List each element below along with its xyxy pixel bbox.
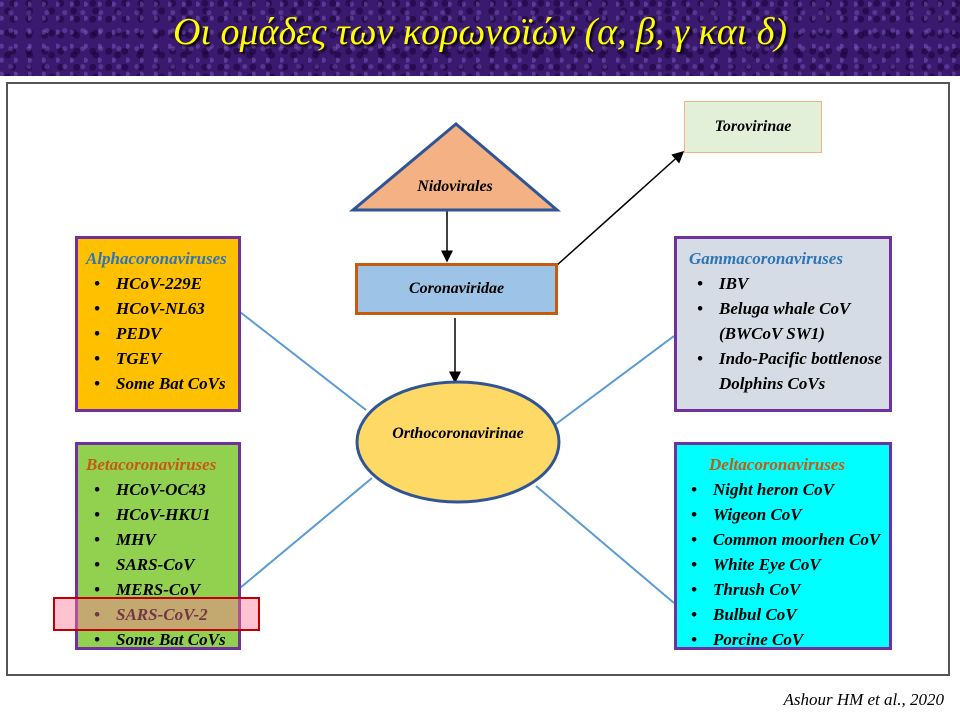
list-item: •Night heron CoV [691, 480, 834, 499]
list-item: •Indo-Pacific bottlenose [697, 349, 882, 368]
orthocoronavirinae-ellipse [355, 380, 561, 504]
arrow-corona-to-toro [555, 150, 685, 267]
beta-heading: Betacoronaviruses [86, 455, 217, 474]
list-item: •MHV [94, 530, 156, 549]
gamma-heading: Gammacoronaviruses [689, 249, 843, 268]
beta-list: •HCoV-OC43 •HCoV-HKU1 •MHV •SARS-CoV •ME… [86, 477, 238, 652]
title-banner: Οι ομάδες των κορωνοϊών (α, β, γ και δ) [0, 0, 960, 76]
nidovirales-triangle [348, 122, 562, 212]
list-item: •PEDV [94, 324, 162, 343]
list-item: •HCoV-HKU1 [94, 505, 211, 524]
torovirinae-box: Torovirinae [684, 101, 822, 153]
gamma-list: •IBV •Beluga whale CoV (BWCoV SW1) •Indo… [689, 271, 889, 396]
citation: Ashour HM et al., 2020 [783, 690, 944, 709]
list-item: •Thrush CoV [691, 580, 801, 599]
slide-title: Οι ομάδες των κορωνοϊών (α, β, γ και δ) [172, 11, 788, 53]
list-item: (BWCoV SW1) [719, 324, 825, 343]
list-item: •HCoV-229E [94, 274, 202, 293]
list-item: •Beluga whale CoV [697, 299, 851, 318]
delta-list: •Night heron CoV •Wigeon CoV •Common moo… [683, 477, 889, 652]
list-item: •HCoV-OC43 [94, 480, 206, 499]
list-item: •Wigeon CoV [691, 505, 802, 524]
connector-gamma [555, 335, 675, 425]
alphacoronaviruses-box: Alphacoronaviruses •HCoV-229E •HCoV-NL63… [75, 236, 241, 412]
connector-beta [239, 477, 373, 589]
list-item: •Bulbul CoV [691, 605, 797, 624]
alpha-heading: Alphacoronaviruses [86, 249, 227, 268]
betacoronaviruses-box: Betacoronaviruses •HCoV-OC43 •HCoV-HKU1 … [75, 442, 241, 650]
list-item: •Some Bat CoVs [94, 630, 226, 649]
list-item: •HCoV-NL63 [94, 299, 205, 318]
list-item: •MERS-CoV [94, 580, 201, 599]
list-item: •IBV [697, 274, 749, 293]
gammacoronaviruses-box: Gammacoronaviruses •IBV •Beluga whale Co… [674, 236, 892, 412]
nidovirales-label: Nidovirales [417, 178, 493, 195]
list-item: •Common moorhen CoV [691, 530, 881, 549]
deltacoronaviruses-box: Deltacoronaviruses •Night heron CoV •Wig… [674, 442, 892, 650]
delta-heading: Deltacoronaviruses [709, 455, 845, 474]
coronaviridae-box: Coronaviridae [355, 263, 558, 315]
list-item: •Porcine CoV [691, 630, 804, 649]
orthocoronavirinae-label: Orthocoronavirinae [392, 425, 524, 442]
sars-cov-2-highlight [53, 597, 260, 631]
list-item: •SARS-CoV-2 [94, 605, 208, 624]
list-item: •White Eye CoV [691, 555, 821, 574]
list-item: •Some Bat CoVs [94, 374, 226, 393]
list-item: •SARS-CoV [94, 555, 195, 574]
list-item: •TGEV [94, 349, 162, 368]
connector-alpha [239, 311, 367, 411]
alpha-list: •HCoV-229E •HCoV-NL63 •PEDV •TGEV •Some … [86, 271, 238, 396]
list-item: Dolphins CoVs [719, 374, 826, 393]
connector-delta [535, 485, 675, 604]
